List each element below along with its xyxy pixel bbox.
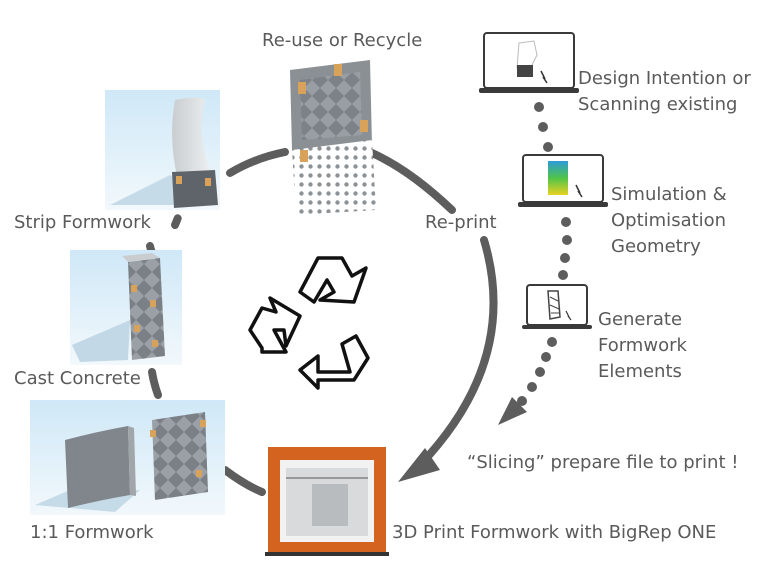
label-simulation: Simulation & Optimisation Geometry <box>611 182 727 260</box>
laptop-icon <box>522 284 592 329</box>
dotted-arrowhead <box>498 397 527 425</box>
dotted-workflow <box>517 102 572 406</box>
arc-top-right <box>368 149 456 214</box>
label-simulation-line1: Simulation & <box>611 184 727 205</box>
formwork-image <box>30 400 225 515</box>
label-formwork-11: 1:1 Formwork <box>30 522 154 543</box>
arc-formwork <box>221 466 266 496</box>
label-print-formwork: 3D Print Formwork with BigRep ONE <box>392 522 717 543</box>
label-generate-line3: Elements <box>598 361 682 382</box>
arc-top-left <box>226 148 289 177</box>
label-reuse: Re-use or Recycle <box>262 30 423 51</box>
label-generate: Generate Formwork Elements <box>598 307 687 385</box>
label-design: Design Intention or Scanning existing <box>578 66 751 118</box>
label-generate-line1: Generate <box>598 309 683 330</box>
arc-reprint <box>416 236 498 469</box>
cast-concrete-image <box>70 250 182 365</box>
label-simulation-line3: Geometry <box>611 236 701 257</box>
label-reprint: Re-print <box>425 212 497 233</box>
label-cast-concrete: Cast Concrete <box>14 368 141 389</box>
label-design-line1: Design Intention or <box>578 68 751 89</box>
laptop-icon <box>518 154 608 207</box>
strip-formwork-image <box>105 90 220 210</box>
printer-image <box>265 447 389 556</box>
reprint-arrowhead <box>398 448 440 482</box>
arc-cast <box>148 368 162 399</box>
label-generate-line2: Formwork <box>598 335 687 356</box>
recycle-panel-image <box>290 60 376 215</box>
label-design-line2: Scanning existing <box>578 94 738 115</box>
label-strip-formwork: Strip Formwork <box>14 212 151 233</box>
label-slicing: “Slicing” prepare file to print ! <box>467 452 739 473</box>
label-simulation-line2: Optimisation <box>611 210 727 231</box>
recycle-icon <box>248 256 370 390</box>
laptop-icon <box>479 32 579 93</box>
